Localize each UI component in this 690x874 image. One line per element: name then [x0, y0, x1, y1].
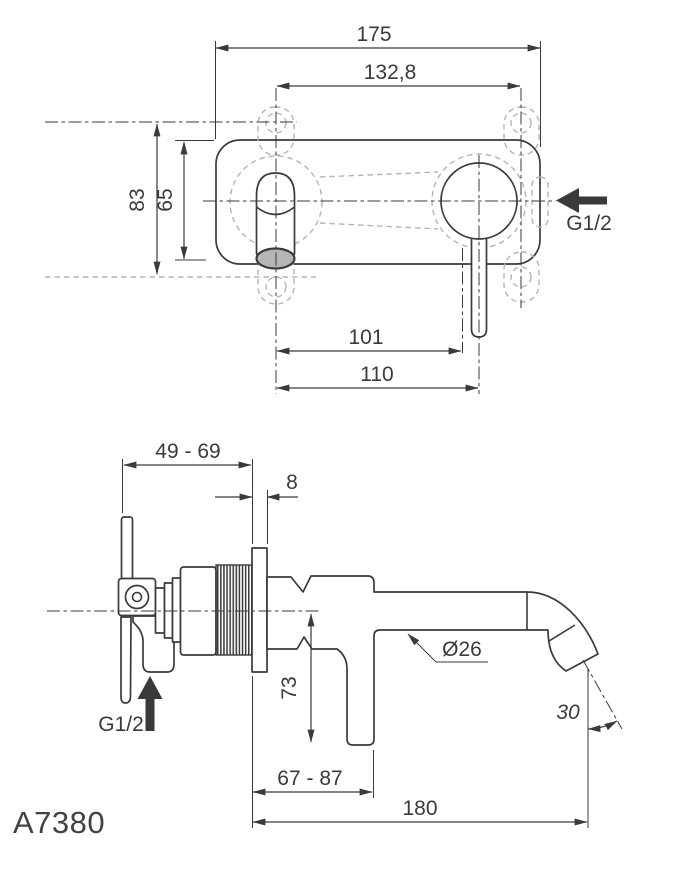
- spout-side: [266, 575, 599, 746]
- cartridge-step-rings: [154, 577, 182, 643]
- dim-label-spout-to-lever-axis: 110: [360, 363, 393, 386]
- dim-spout-to-lever: 101: [276, 326, 462, 355]
- front-view: 175 132,8 83 65 101 110: [45, 23, 612, 394]
- inlet-boss-hidden: [531, 176, 549, 228]
- lever-blade-lower: [120, 616, 132, 704]
- dim-spout-wall-range: 67 - 87: [252, 676, 374, 828]
- dim-label-spout-reach: 180: [402, 797, 437, 820]
- front-centerlines: [45, 88, 556, 394]
- dim-label-plate-height: 65: [154, 188, 177, 211]
- dim-label-spout-angle: 30: [556, 701, 580, 724]
- dim-spout-to-lever-axis: 110: [276, 363, 479, 392]
- valve-screw: [124, 584, 150, 610]
- callout-spout-diameter: Ø26: [407, 633, 488, 663]
- dim-label-spout-wall-range: 67 - 87: [277, 767, 342, 790]
- dim-spout-reach: 180: [252, 669, 589, 828]
- callout-spout-angle: 30: [556, 659, 623, 733]
- dim-wall-depth-range: 49 - 69: [122, 440, 253, 544]
- dim-label-spout-drop: 73: [278, 676, 301, 699]
- inlet-callout-front: G1/2: [556, 188, 612, 235]
- spout-end-joint-line: [548, 624, 576, 642]
- inlet-arrow-up-icon: [137, 676, 163, 731]
- dim-hole-spacing: 132,8: [276, 61, 521, 90]
- dim-label-body-height: 83: [126, 188, 149, 211]
- dim-label-overall-width: 175: [356, 23, 391, 46]
- wall-plate-side: [251, 547, 268, 673]
- dim-plate-height: 65: [154, 140, 214, 261]
- dim-body-height: 83: [126, 123, 161, 275]
- dim-overall-width: 175: [215, 23, 541, 147]
- side-view: 49 - 69 8 73 67 - 87 180: [47, 440, 623, 828]
- threaded-section: [215, 564, 253, 656]
- product-code: A7380: [13, 805, 105, 840]
- lever-blade-upper: [120, 516, 134, 580]
- dim-label-plate-thickness: 8: [286, 471, 298, 494]
- inlet-callout-side: G1/2: [98, 676, 163, 736]
- dim-label-hole-spacing: 132,8: [364, 61, 417, 84]
- inlet-thread-label-front: G1/2: [566, 212, 612, 235]
- dim-label-spout-to-lever: 101: [348, 326, 383, 349]
- dim-spout-drop: 73: [278, 613, 315, 743]
- inlet-arrow-icon: [556, 188, 607, 213]
- dim-label-spout-diameter: Ø26: [442, 638, 482, 661]
- inlet-thread-label-side: G1/2: [98, 713, 144, 736]
- dim-plate-thickness: 8: [215, 471, 298, 544]
- dim-label-wall-depth-range: 49 - 69: [155, 440, 220, 463]
